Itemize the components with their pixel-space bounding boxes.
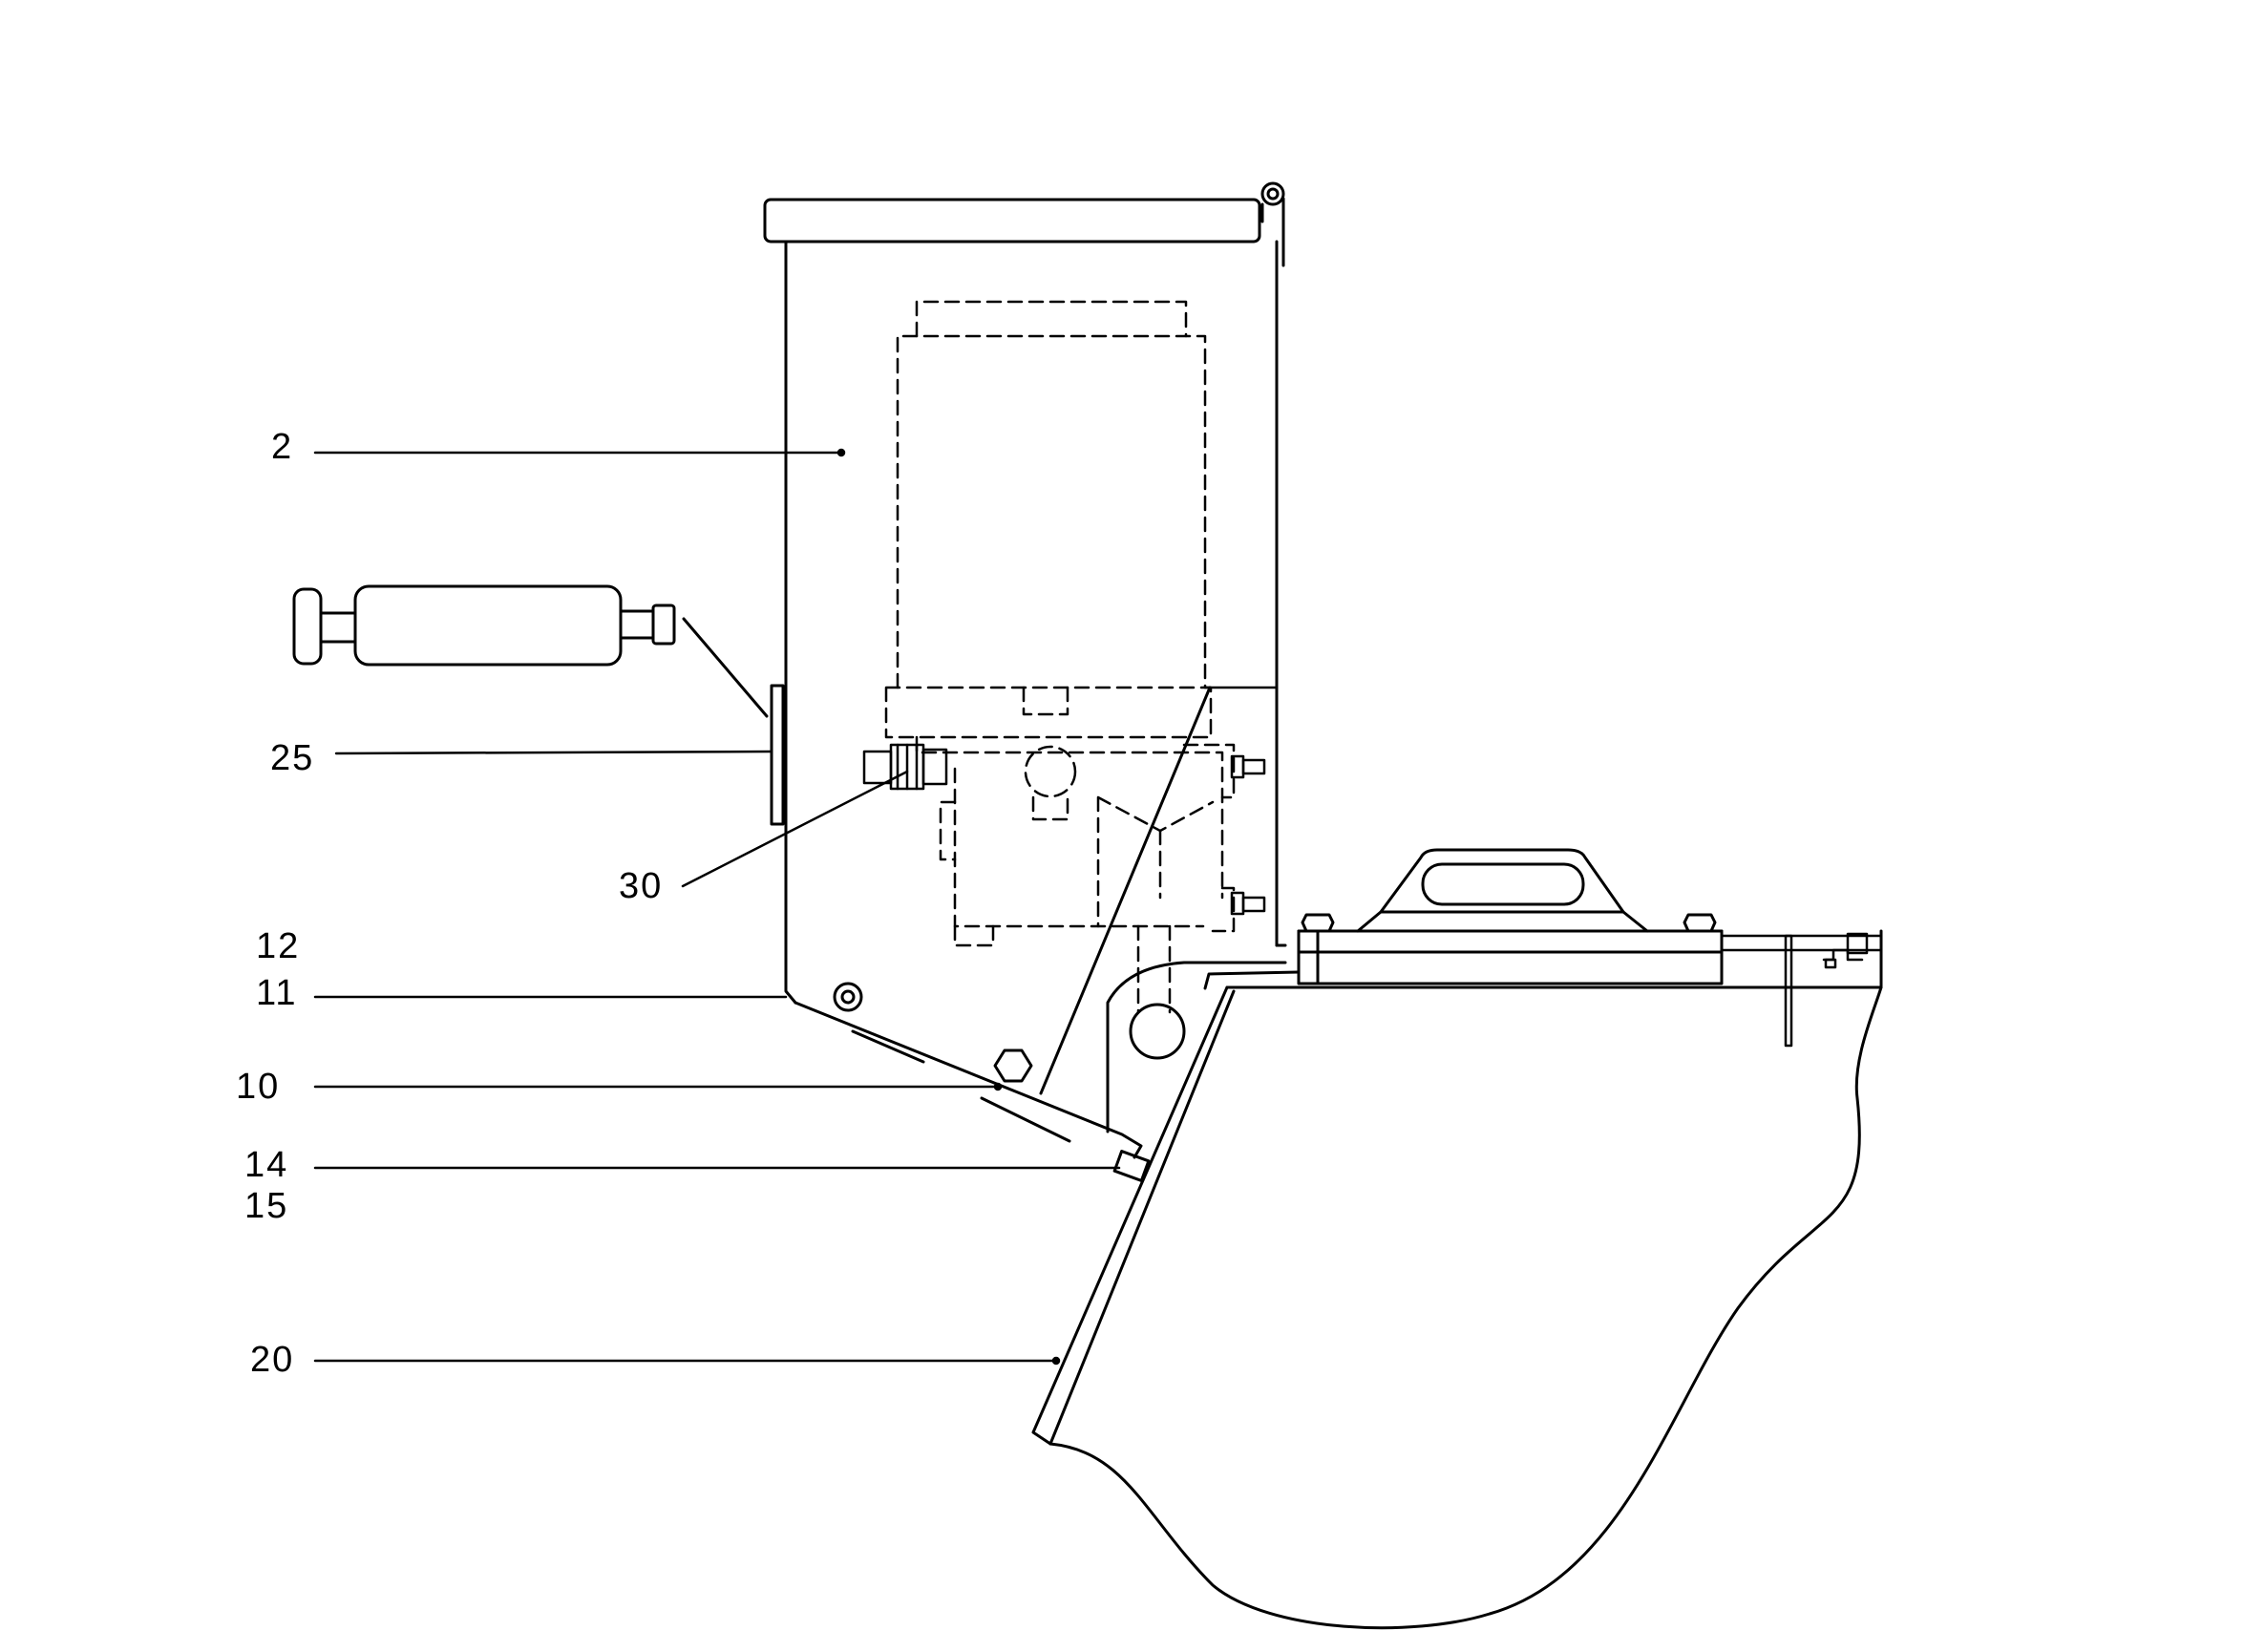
reservoir-housing xyxy=(763,181,1287,1095)
base-housing xyxy=(1031,929,1883,1630)
reservoir-body xyxy=(784,240,1287,1005)
bolt-right xyxy=(1683,913,1717,933)
callout-11: 11 xyxy=(256,973,297,1013)
leader-lines xyxy=(313,448,1121,1366)
mounting-bracket xyxy=(1106,961,1301,1133)
callout-labels: 2 25 30 12 11 10 14 15 20 xyxy=(236,427,663,1380)
grease-gun-barrel xyxy=(353,584,623,667)
bolt-left xyxy=(1301,913,1335,933)
support-plate xyxy=(1039,686,1279,1095)
leader-30 xyxy=(681,770,909,888)
clamp-14-15 xyxy=(1112,1150,1151,1182)
callout-15: 15 xyxy=(244,1186,288,1226)
filler-plate xyxy=(770,684,785,826)
callout-20: 20 xyxy=(250,1340,294,1380)
callout-10: 10 xyxy=(236,1067,280,1107)
fitting-30 xyxy=(862,743,948,791)
bolt-11 xyxy=(833,982,863,1012)
internal-pump-unit xyxy=(884,300,1236,1014)
callout-14: 14 xyxy=(244,1145,288,1185)
leader-25 xyxy=(334,750,773,755)
top-cover xyxy=(1297,848,1724,985)
callout-12: 12 xyxy=(256,926,300,966)
reservoir-lid xyxy=(763,198,1261,244)
right-fittings xyxy=(1230,754,1266,916)
right-end-fittings xyxy=(1720,932,1883,1048)
callout-30: 30 xyxy=(619,866,663,906)
grease-gun xyxy=(292,584,769,718)
bottom-chute xyxy=(794,982,1151,1182)
cover-handle xyxy=(1421,862,1585,906)
grease-gun-handle xyxy=(292,587,323,666)
callout-25: 25 xyxy=(270,738,314,778)
nut-10 xyxy=(993,1048,1033,1083)
lid-hinge xyxy=(1260,181,1285,267)
callout-2: 2 xyxy=(271,427,293,467)
